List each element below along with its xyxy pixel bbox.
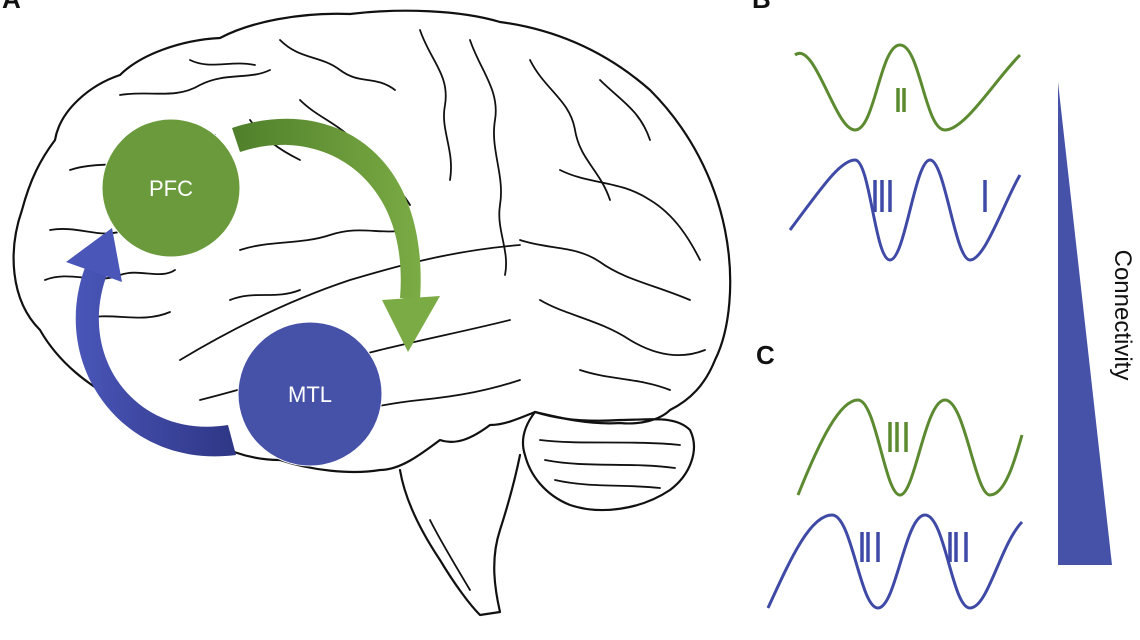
mtl-node: MTL (237, 321, 383, 467)
panel-letter-b: B (752, 0, 771, 14)
panel-b-blue-spikes (873, 180, 987, 212)
pfc-label: PFC (149, 176, 193, 201)
pfc-node: PFC (101, 118, 241, 258)
panel-letter-c: C (756, 340, 775, 370)
panel-b-green-wave (794, 43, 1022, 132)
connectivity-label: Connectivity (1109, 250, 1136, 381)
mtl-label: MTL (288, 382, 332, 407)
connectivity-wedge (1058, 82, 1112, 565)
panel-c-blue-wave (766, 513, 1024, 610)
mtl-to-pfc-arrow (66, 228, 236, 457)
brain-illustration (12, 9, 732, 617)
panel-b-waves (788, 43, 1022, 262)
panel-letter-a: A (2, 0, 21, 14)
connectivity-scale: Connectivity (1058, 82, 1136, 565)
panel-c-green-spikes (888, 422, 908, 452)
panel-c-waves (766, 398, 1024, 610)
brainstem (398, 453, 522, 617)
panel-b-green-spikes (896, 88, 906, 112)
cerebellum (521, 410, 695, 512)
panel-b-blue-wave (788, 158, 1022, 262)
pfc-to-mtl-arrow (232, 118, 440, 352)
panel-c-green-wave (796, 398, 1024, 497)
panel-c-blue-spikes (860, 532, 968, 562)
